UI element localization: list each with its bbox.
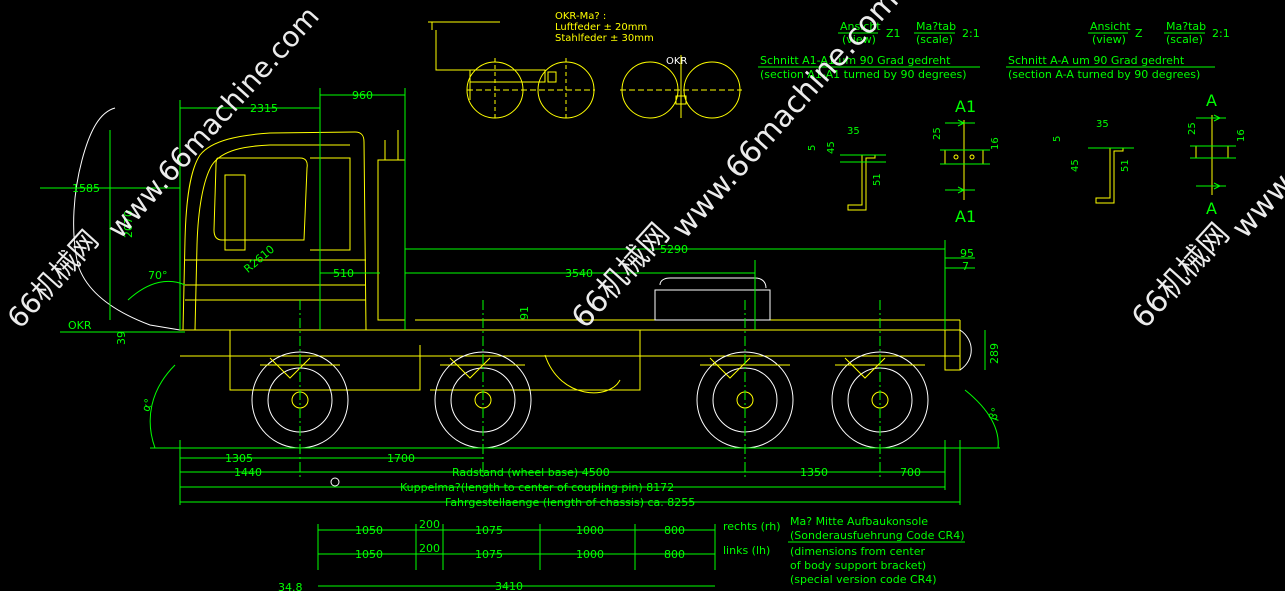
scale-ratio: 2:1 <box>1212 27 1230 40</box>
scale-label: (scale) <box>916 33 953 46</box>
dim-2070: 2070 <box>122 210 135 238</box>
bracket-note-4: of body support bracket) <box>790 559 926 572</box>
section-a1-bottom: A1 <box>955 207 976 226</box>
watermark-url-3: www.66 <box>1225 134 1285 246</box>
bottom-34-8: 34.8 <box>278 581 303 591</box>
dim-1700: 1700 <box>387 452 415 465</box>
bracket-note-3: (dimensions from center <box>790 545 925 558</box>
row2-1075: 1075 <box>475 548 503 561</box>
angle-beta: β° <box>986 406 1003 422</box>
dim-51: 51 <box>872 173 883 186</box>
dim-35: 35 <box>847 126 860 137</box>
row1-1000: 1000 <box>576 524 604 537</box>
dim-5: 5 <box>1052 136 1063 142</box>
row1-1050: 1050 <box>355 524 383 537</box>
dim-16: 16 <box>990 137 1001 150</box>
view-letter: Z <box>1135 27 1143 40</box>
dim-39: 39 <box>115 331 128 345</box>
dim-fahrgestell: Fahrgestellaenge (length of chassis) ca.… <box>445 496 695 509</box>
dim-radstand: Radstand (wheel base) 4500 <box>452 466 610 479</box>
dim-45: 45 <box>826 141 837 154</box>
dim-16: 16 <box>1236 129 1247 142</box>
okr-note-air: Luftfeder ± 20mm <box>555 22 647 33</box>
bracket-note-1: Ma? Mitte Aufbaukonsole <box>790 515 928 528</box>
dim-51: 51 <box>1120 159 1131 172</box>
okr-spring-label: OKR <box>666 56 687 67</box>
truck-side-view <box>73 107 1000 480</box>
dim-91: 91 <box>518 306 531 320</box>
section-label: (section A1-A1 turned by 90 degrees) <box>760 68 967 81</box>
watermark-cn-3: 66机械网 <box>1125 217 1237 336</box>
watermark-url-2: www.66machine.com <box>665 0 906 245</box>
section-a1-top: A1 <box>955 97 976 116</box>
view-label: (view) <box>1092 33 1126 46</box>
view-header-left: Ansicht (view) Z1 Ma?tab (scale) 2:1 Sch… <box>758 20 980 81</box>
okr-spring-detail: OKR-Ma? : Luftfeder ± 20mm Stahlfeder ± … <box>428 11 742 120</box>
dim-1350: 1350 <box>800 466 828 479</box>
watermark-url-1: www.66machine.com <box>101 0 326 245</box>
dim-r2610: R2610 <box>241 243 277 276</box>
row2-200: 200 <box>419 542 440 555</box>
row1-800: 800 <box>664 524 685 537</box>
dim-510: 510 <box>333 267 354 280</box>
dim-5: 5 <box>807 145 818 151</box>
dimension-lines: 2315 960 1585 2070 R2610 70° OKR 39 510 … <box>40 88 1003 509</box>
dim-7: 7 <box>962 260 969 273</box>
dim-2315: 2315 <box>250 102 278 115</box>
angle-alpha: α° <box>139 397 156 413</box>
masstab-label: Ma?tab <box>1166 20 1206 33</box>
row1-1075: 1075 <box>475 524 503 537</box>
dim-289: 289 <box>988 343 1001 364</box>
view-header-right: Ansicht (view) Z Ma?tab (scale) 2:1 Schn… <box>1006 20 1230 81</box>
dim-1585: 1585 <box>72 182 100 195</box>
dim-5290: 5290 <box>660 243 688 256</box>
dim-960: 960 <box>352 89 373 102</box>
dim-45: 45 <box>1070 159 1081 172</box>
section-a-bottom: A <box>1206 199 1217 218</box>
okr-note-title: OKR-Ma? : <box>555 11 606 22</box>
row1-200: 200 <box>419 518 440 531</box>
ansicht-label: Ansicht <box>1090 20 1131 33</box>
schnitt-label: Schnitt A1-A1 um 90 Grad gedreht <box>760 54 951 67</box>
dim-1440: 1440 <box>234 466 262 479</box>
bottom-3410: 3410 <box>495 580 523 591</box>
section-detail-a: A A 35 5 45 51 25 16 <box>1052 91 1247 218</box>
scale-ratio: 2:1 <box>962 27 980 40</box>
dim-3540: 3540 <box>565 267 593 280</box>
masstab-label: Ma?tab <box>916 20 956 33</box>
section-detail-a1: A1 A1 35 5 45 51 25 16 <box>807 97 1001 226</box>
section-label: (section A-A turned by 90 degrees) <box>1008 68 1200 81</box>
schnitt-label: Schnitt A-A um 90 Grad gedreht <box>1008 54 1185 67</box>
ansicht-label: Ansicht <box>840 20 881 33</box>
row2-800: 800 <box>664 548 685 561</box>
view-label: (view) <box>842 33 876 46</box>
bracket-note-5: (special version code CR4) <box>790 573 937 586</box>
body-bracket-dimensions: 1050 200 1075 1000 800 rechts (rh) 1050 … <box>278 515 965 591</box>
dim-700: 700 <box>900 466 921 479</box>
section-a-top: A <box>1206 91 1217 110</box>
okr-label: OKR <box>68 319 92 332</box>
view-letter: Z1 <box>886 27 901 40</box>
dim-25: 25 <box>1187 122 1198 135</box>
dim-35: 35 <box>1096 119 1109 130</box>
okr-note-steel: Stahlfeder ± 30mm <box>555 33 654 44</box>
row1-label: rechts (rh) <box>723 520 781 533</box>
dim-25: 25 <box>932 127 943 140</box>
dim-95: 95 <box>960 247 974 260</box>
dim-angle-70: 70° <box>148 269 168 282</box>
dim-kuppelmass: Kuppelma?(length to center of coupling p… <box>400 481 674 494</box>
scale-label: (scale) <box>1166 33 1203 46</box>
row2-label: links (lh) <box>723 544 770 557</box>
row2-1000: 1000 <box>576 548 604 561</box>
row2-1050: 1050 <box>355 548 383 561</box>
dim-1305: 1305 <box>225 452 253 465</box>
bracket-note-2: (Sonderausfuehrung Code CR4) <box>790 529 965 542</box>
